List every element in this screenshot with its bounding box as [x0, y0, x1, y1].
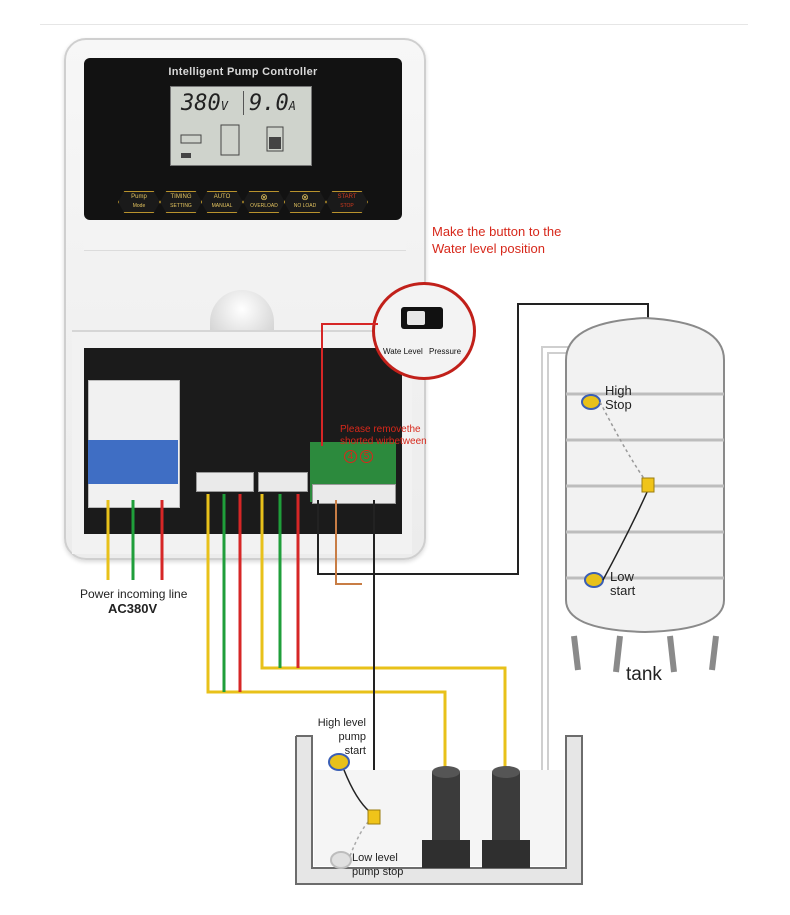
high-stop-float	[581, 394, 601, 410]
top-divider	[40, 24, 748, 25]
sump-float-weight	[367, 809, 381, 825]
level-terminal-strip	[312, 484, 396, 504]
low-level-float	[330, 851, 352, 869]
storage-tank	[565, 316, 725, 634]
current-readout: 9.0A	[249, 91, 296, 116]
pressure-label: Pressure	[429, 347, 462, 356]
controller-title: Intelligent Pump Controller	[168, 66, 318, 78]
sump-pit	[295, 735, 583, 885]
pump2-wire-yellow	[260, 494, 507, 772]
pump-status-icon	[180, 124, 284, 158]
submersible-pump-1	[422, 766, 470, 868]
power-voltage-label: AC380V	[108, 601, 158, 616]
signal-wire	[335, 500, 362, 585]
tank-label: tank	[626, 664, 662, 685]
high-stop-label: High Stop	[605, 383, 632, 412]
float-weight	[641, 477, 655, 493]
high-level-label: High level pump start	[317, 717, 366, 757]
remove-note-2: shorted wirbetween	[340, 436, 427, 447]
power-line-label: Power incoming line	[80, 587, 188, 601]
water-level-label: Wate Level	[383, 347, 423, 356]
submersible-pump-2	[482, 766, 530, 868]
low-level-label: Low level pump stop	[352, 852, 404, 878]
no-load-button[interactable]: ⊗NO LOAD	[284, 191, 326, 213]
button-note: Make the button to the Water level posit…	[432, 224, 562, 256]
voltage-readout: 380V	[181, 91, 228, 116]
overload-button[interactable]: ⊗OVERLOAD	[243, 191, 285, 213]
zoom-pointer-wire	[321, 323, 378, 446]
pump-1-terminal	[196, 472, 254, 492]
mode-switch-knob	[407, 311, 425, 325]
pump1-wire-yellow	[206, 494, 447, 772]
high-level-float	[328, 753, 350, 771]
low-start-label: Low start	[610, 569, 636, 598]
breaker-switch[interactable]	[88, 440, 178, 484]
cover-ridge	[84, 224, 406, 251]
tank-legs	[571, 635, 719, 673]
lcd-divider	[243, 91, 244, 115]
low-start-float	[584, 572, 604, 588]
terminal-5-marker: 5	[360, 450, 373, 463]
terminal-4-marker: 4	[344, 450, 357, 463]
pump-2-terminal	[258, 472, 308, 492]
mode-switch-zoom: Wate Level Pressure	[372, 282, 476, 380]
remove-note-1: Please removethe	[340, 424, 421, 435]
lcd-display: 380V 9.0A	[170, 86, 312, 166]
